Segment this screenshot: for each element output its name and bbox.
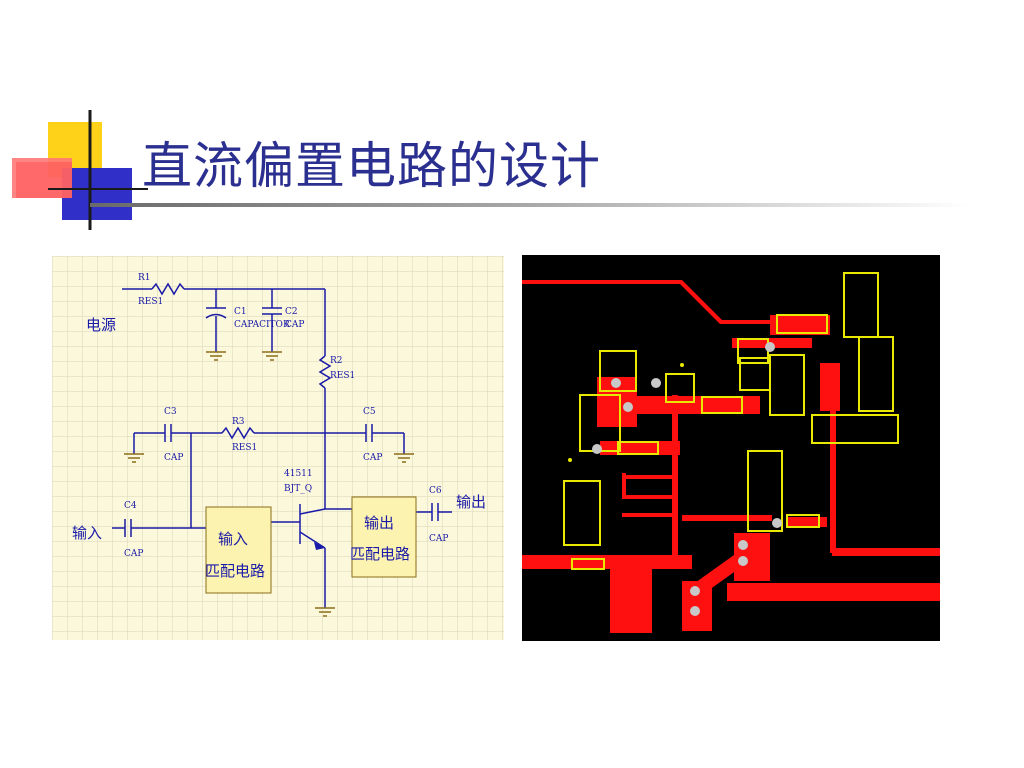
c1-value: CAPACITOR: [234, 320, 290, 330]
schematic-grid: [52, 256, 504, 640]
bias-circuit-schematic: R1 RES1 C1 CAPACITOR C2 CAP R2 RES1 C3 C…: [52, 256, 504, 640]
output-block-sublabel: 匹配电路: [350, 545, 410, 563]
slide-title: 直流偏置电路的设计: [142, 137, 601, 195]
c2-ref: C2: [285, 307, 298, 317]
power-label: 电源: [86, 316, 116, 334]
transistor-ref: 41511: [284, 469, 313, 479]
r3-value: RES1: [232, 443, 257, 453]
output-label: 输出: [456, 493, 486, 511]
r2-value: RES1: [330, 371, 355, 381]
schematic-wires: [112, 282, 452, 608]
input-block-label: 输入: [218, 530, 248, 548]
output-match-block: [351, 496, 417, 578]
title-divider: [90, 203, 970, 207]
c5-value: CAP: [363, 453, 382, 463]
slide-logo: [12, 110, 148, 230]
r2-ref: R2: [330, 356, 343, 366]
c3-ref: C3: [164, 407, 177, 417]
pcb-pads: [592, 342, 782, 616]
c4-ref: C4: [124, 501, 137, 511]
emitter-arrow-icon: [314, 542, 325, 550]
c5-ref: C5: [363, 407, 376, 417]
input-label: 输入: [72, 524, 102, 542]
transistor-value: BJT_Q: [284, 484, 312, 494]
c6-value: CAP: [429, 534, 448, 544]
c3-value: CAP: [164, 453, 183, 463]
c2-value: CAP: [285, 320, 304, 330]
pcb-via-dots: [568, 363, 684, 462]
pcb-component-outlines: [563, 272, 899, 570]
c1-ref: C1: [234, 307, 247, 317]
input-block-sublabel: 匹配电路: [205, 562, 265, 580]
r3-ref: R3: [232, 417, 245, 427]
r1-value: RES1: [138, 297, 163, 307]
c6-ref: C6: [429, 486, 442, 496]
r1-ref: R1: [138, 273, 151, 283]
output-block-label: 输出: [364, 514, 394, 532]
c4-value: CAP: [124, 549, 143, 559]
input-match-block: [205, 506, 272, 594]
pcb-layout-view: [522, 255, 940, 641]
